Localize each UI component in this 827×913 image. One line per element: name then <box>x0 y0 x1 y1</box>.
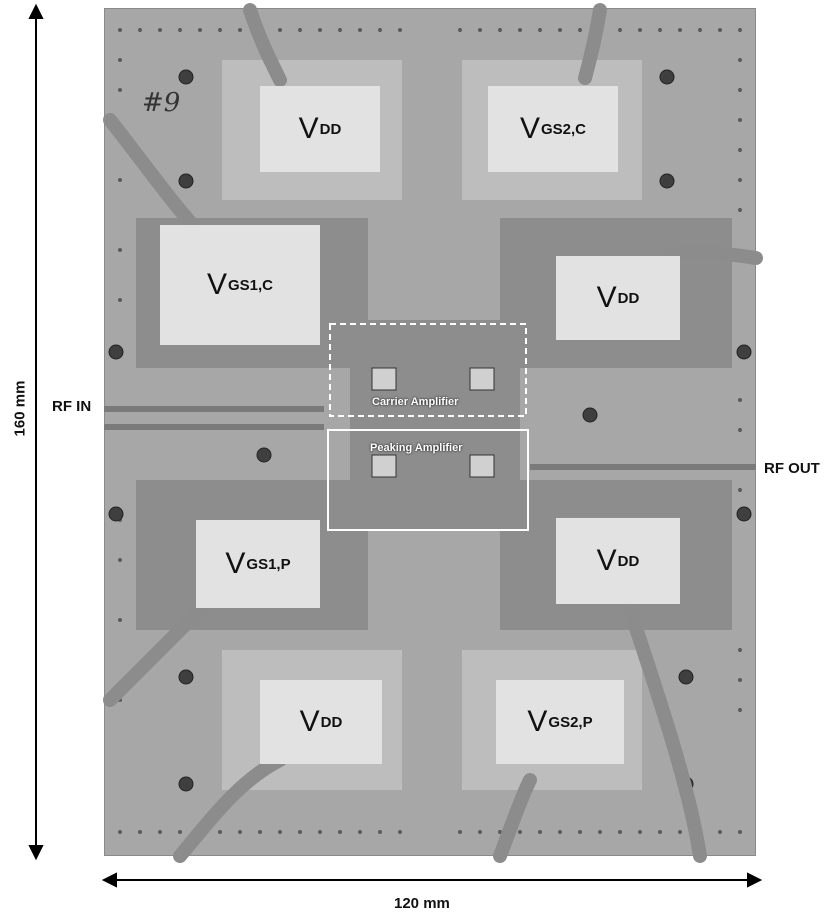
rf-input-line <box>104 406 324 412</box>
dc-cables <box>103 3 763 863</box>
rf-input-line-2 <box>104 424 324 430</box>
board-marking: #9 <box>142 88 181 118</box>
center-amplifier-area <box>350 320 520 530</box>
rf-output-line <box>530 464 756 470</box>
via-holes <box>118 28 742 834</box>
height-dimension-label: 160 mm <box>11 380 29 437</box>
peaking-amplifier-box <box>327 429 529 531</box>
rf-out-label: RF OUT <box>764 460 820 477</box>
peaking-amplifier-label: Peaking Amplifier <box>370 442 463 454</box>
width-dimension-label: 120 mm <box>394 895 450 912</box>
dimension-arrows <box>28 3 763 888</box>
rf-in-label: RF IN <box>52 398 92 415</box>
carrier-amplifier-label: Carrier Amplifier <box>372 396 459 408</box>
transistors <box>371 367 495 478</box>
carrier-amplifier-box <box>329 323 527 417</box>
